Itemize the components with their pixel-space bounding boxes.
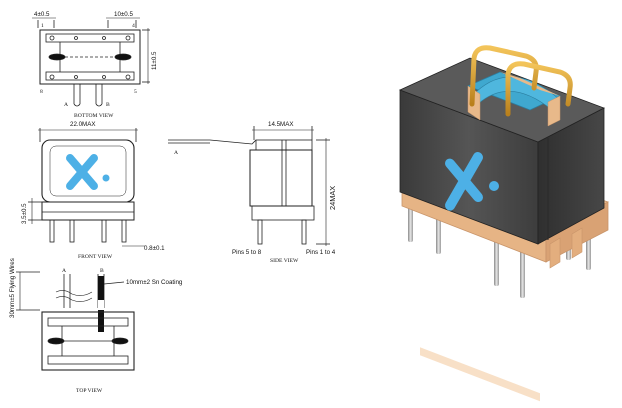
dim-3-5mm: 3.5±0.5 [21,203,28,224]
front-view-caption: FRONT VIEW [78,254,113,260]
pin-label-1: 1 [41,23,44,29]
sn-coating-note: 10mm±2 Sn Coating [126,279,183,286]
bottom-view-caption: BOTTOM VIEW [74,113,114,119]
dim-pin-0-8mm: 0.8±0.1 [144,245,165,252]
top-view-caption: TOP VIEW [76,388,103,394]
dim-24mm: 24MAX [328,186,337,210]
pin-label-5: 5 [134,89,137,95]
dim-22mm: 22.0MAX [70,121,95,128]
flying-wires-note: 30mm±5 Flying Wires [9,258,16,318]
top-lead-label-b: B [100,268,104,274]
front-view [28,128,145,247]
dim-10mm: 10±0.5 [114,11,133,18]
top-view [16,271,135,371]
top-lead-label-a: A [62,268,66,274]
x-logo-icon [66,154,110,190]
component-3d-render [398,45,610,402]
dim-4mm: 4±0.5 [34,11,50,18]
side-lead-label-a: A [174,150,178,156]
dim-11mm: 11±0.5 [151,51,158,70]
pin-note-5-8: Pins 5 to 8 [232,249,262,256]
dim-14-5mm: 14.5MAX [268,121,293,128]
lead-label-a: A [64,102,68,108]
lead-label-b: B [106,102,110,108]
side-view [168,126,330,246]
bottom-view [32,17,150,107]
pin-label-4: 4 [132,23,135,29]
side-view-caption: SIDE VIEW [270,258,299,264]
pin-label-8: 8 [40,89,43,95]
pin-note-1-4: Pins 1 to 4 [306,249,336,256]
